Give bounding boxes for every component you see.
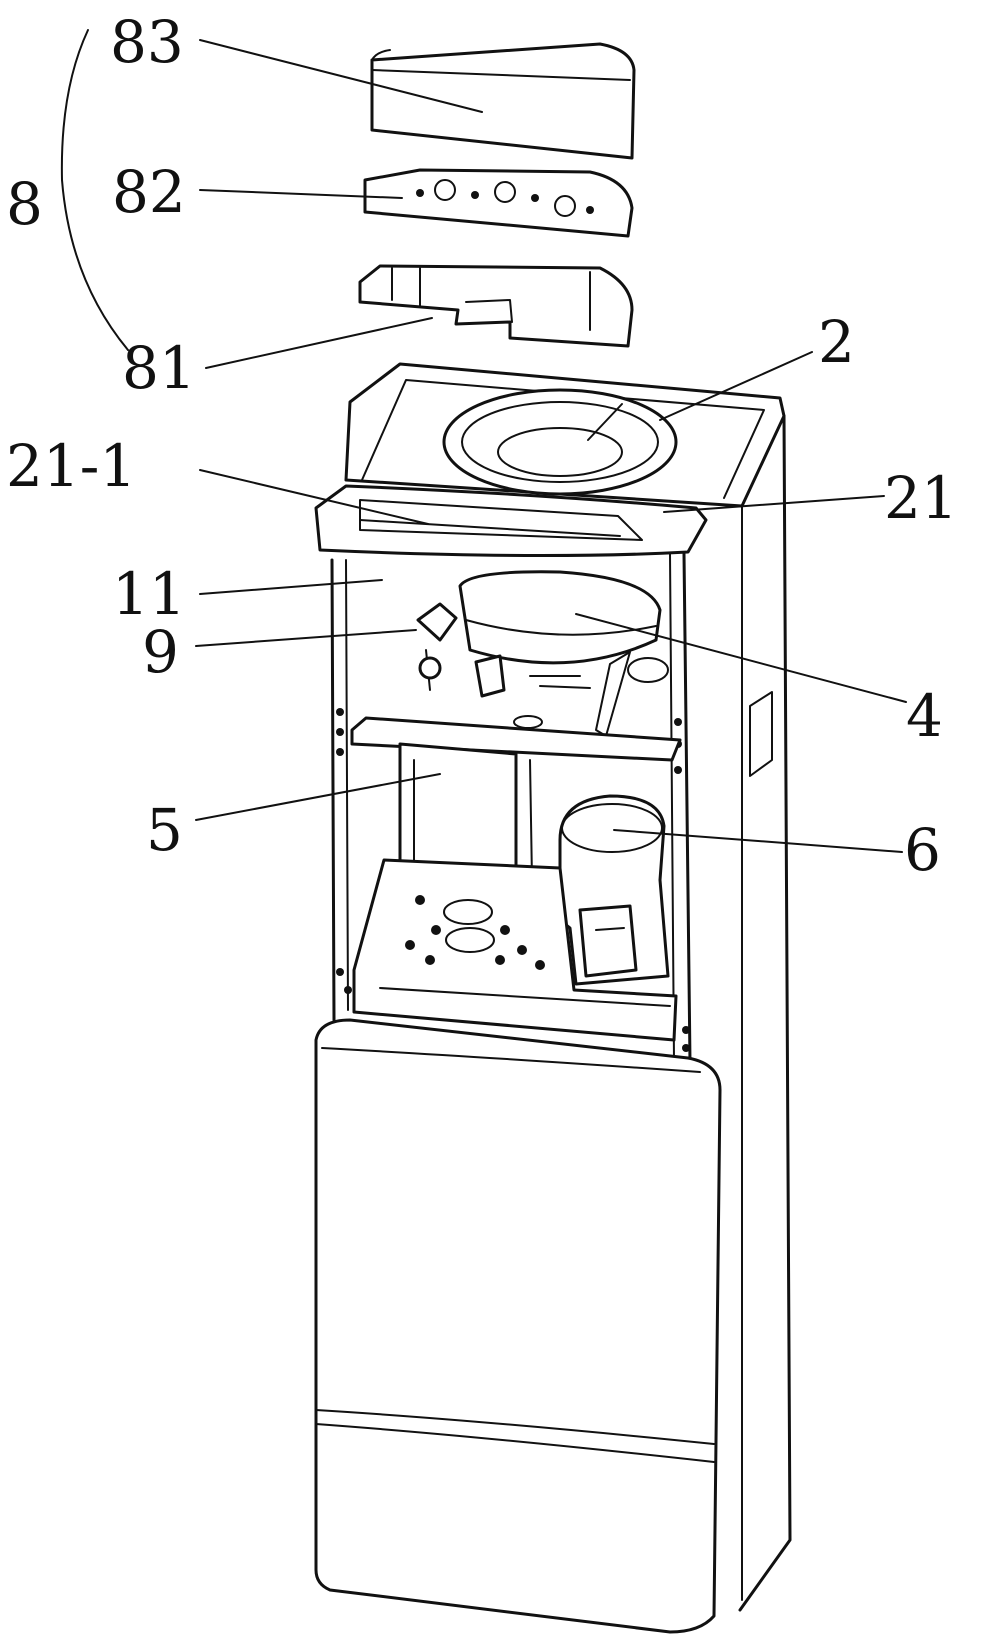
label-6: 6 bbox=[904, 816, 941, 884]
label-21-1: 21-1 bbox=[6, 432, 136, 500]
label-21: 21 bbox=[884, 464, 958, 532]
label-2: 2 bbox=[818, 308, 855, 376]
label-83: 83 bbox=[110, 8, 184, 76]
label-81: 81 bbox=[122, 334, 196, 402]
cabinet-body bbox=[316, 364, 790, 1632]
label-4: 4 bbox=[906, 682, 943, 750]
label-82: 82 bbox=[112, 158, 186, 226]
leader-81 bbox=[206, 318, 432, 368]
control-panel-part-82 bbox=[365, 170, 632, 236]
base-plate-part-81 bbox=[360, 266, 632, 346]
leader-9 bbox=[196, 630, 416, 646]
label-5: 5 bbox=[146, 796, 183, 864]
label-9: 9 bbox=[142, 618, 179, 686]
top-cover-part-83 bbox=[372, 44, 634, 158]
leader-11 bbox=[200, 580, 382, 594]
label-8: 8 bbox=[6, 170, 43, 238]
